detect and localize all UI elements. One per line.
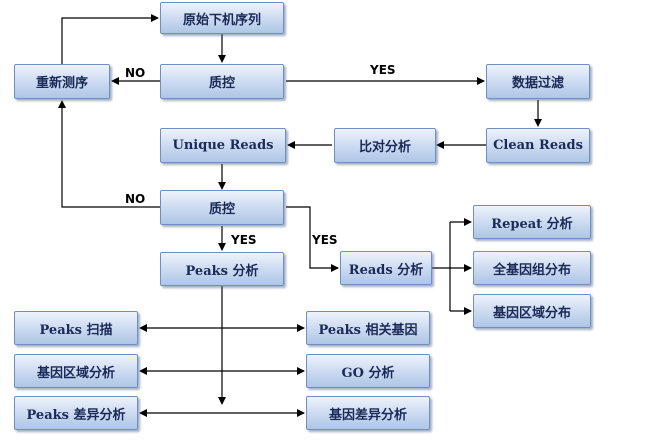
label-qc2-yes-right: YES (312, 233, 338, 247)
node-gene-region-analysis: 基因区域分析 (14, 354, 138, 388)
node-peaks-scan: Peaks 扫描 (14, 311, 138, 345)
node-go-analysis: GO 分析 (306, 354, 430, 388)
node-resequence: 重新测序 (14, 64, 110, 99)
node-peaks-analysis: Peaks 分析 (160, 252, 284, 286)
node-gene-diff-analysis: 基因差异分析 (306, 396, 430, 430)
node-data-filter: 数据过滤 (486, 64, 590, 99)
label-qc2-no: NO (125, 192, 146, 206)
node-raw-sequence: 原始下机序列 (160, 2, 284, 34)
edge-resequence-to-raw (61, 14, 159, 64)
label-qc2-yes-down: YES (231, 233, 257, 247)
edge-qc2-no (58, 100, 160, 208)
edge-reads-bracket (432, 222, 451, 311)
node-gene-region-distribution: 基因区域分布 (473, 294, 591, 328)
node-qc-2: 质控 (160, 190, 284, 225)
node-clean-reads: Clean Reads (486, 128, 590, 163)
node-genome-distribution: 全基因组分布 (473, 251, 591, 285)
label-qc1-no: NO (125, 66, 146, 80)
node-unique-reads: Unique Reads (160, 128, 286, 163)
node-peaks-related-genes: Peaks 相关基因 (306, 311, 430, 345)
label-qc1-yes: YES (370, 63, 396, 77)
node-qc-1: 质控 (160, 64, 284, 99)
node-peaks-diff-analysis: Peaks 差异分析 (14, 396, 138, 430)
edge-qc2-to-reads (286, 206, 339, 272)
node-reads-analysis: Reads 分析 (340, 251, 432, 285)
node-repeat-analysis: Repeat 分析 (473, 205, 591, 239)
node-alignment: 比对分析 (334, 128, 436, 163)
